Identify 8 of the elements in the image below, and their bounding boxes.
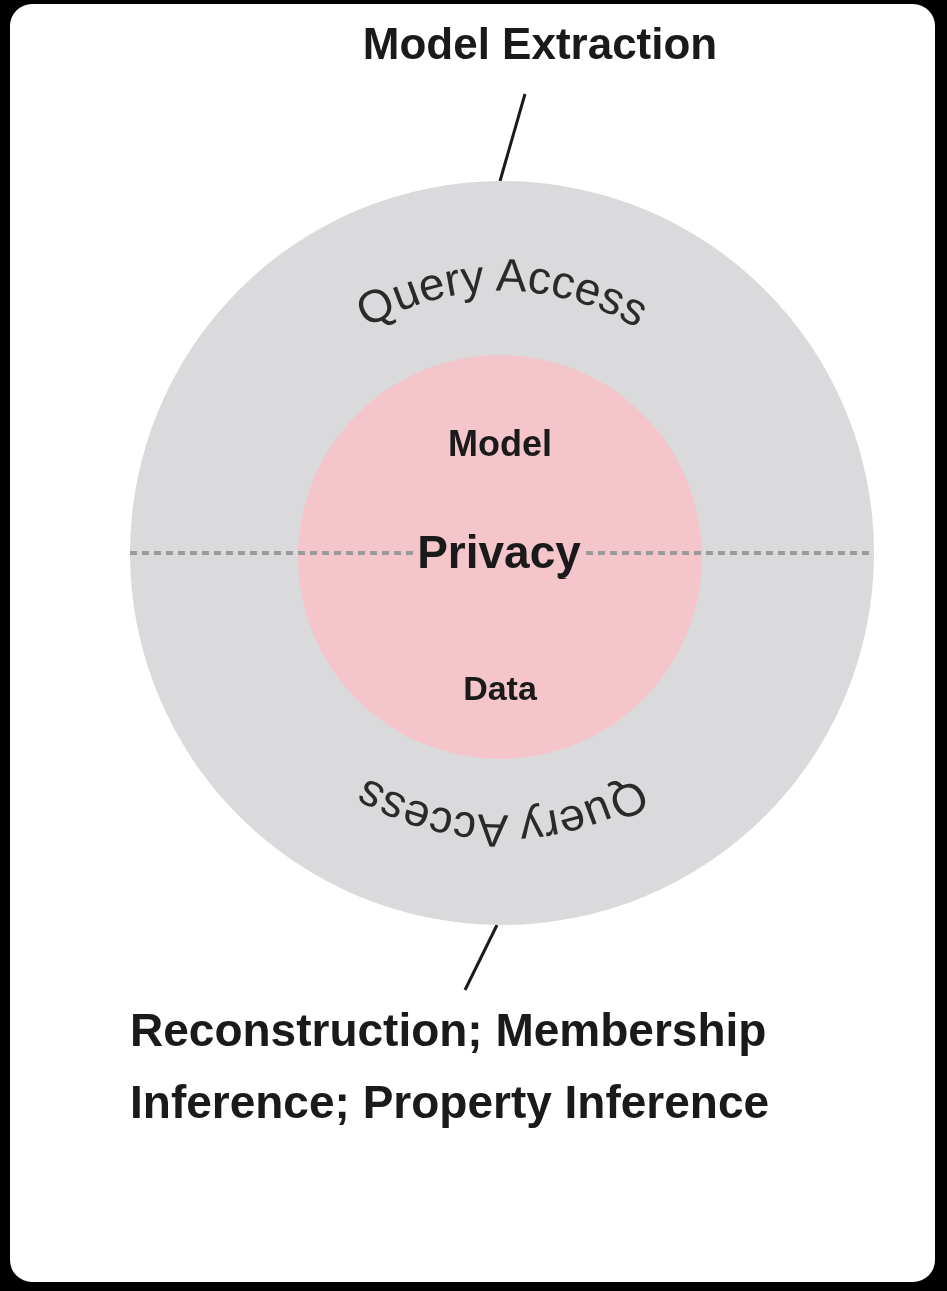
arc-label: Query Access [347,248,658,337]
arc-label: Query Access [346,769,657,858]
callout-label: Model Extraction [362,19,718,68]
circle-label: Model [448,423,552,464]
leader-line [463,924,499,991]
callout-label: Reconstruction; Membership Inference; Property Inference [130,1003,770,1130]
leader-line [498,93,527,182]
circle-label: Data [463,669,537,707]
